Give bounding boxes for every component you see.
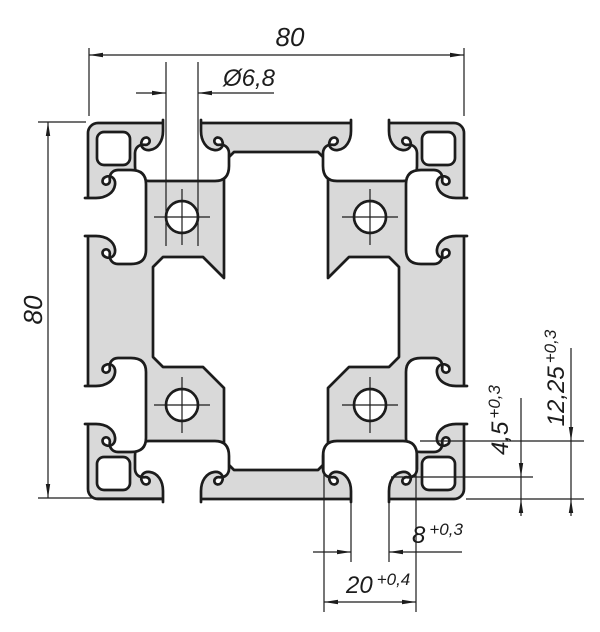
dimension-slot-depth: 12,25 +0,3 (420, 329, 584, 516)
dimension-slot-opening: 8+0,3 (313, 503, 463, 562)
arrowhead-left-icon (337, 549, 351, 555)
value: 8 (412, 522, 426, 549)
tolerance: +0,3 (429, 520, 463, 539)
profile-body (82, 117, 470, 505)
arrowhead-left-icon (324, 599, 338, 605)
dimension-overall-width: 80 (88, 22, 465, 116)
arrowhead-bottom-icon (45, 484, 51, 498)
tolerance: +0,4 (377, 570, 411, 589)
arrowhead-right-icon (402, 599, 416, 605)
arrowhead-down-icon (518, 463, 524, 477)
hole-crosshairs (154, 189, 398, 433)
arrowhead-right-icon (198, 90, 212, 96)
corner-chamber-top-right (420, 130, 457, 167)
arrowhead-left-icon (89, 52, 103, 58)
arrowhead-top-icon (45, 122, 51, 136)
arrowhead-down-icon (568, 427, 574, 441)
dimension-label-slot-opening: 8+0,3 (412, 520, 463, 549)
dimension-label-slot-inner-width: 20+0,4 (345, 570, 410, 599)
dimension-label-lip-depth: 4,5 +0,3 (485, 384, 514, 454)
tolerance: +0,3 (541, 329, 560, 363)
dimension-overall-height: 80 (18, 121, 163, 499)
arrowhead-right-icon (450, 52, 464, 58)
tolerance: +0,3 (485, 384, 504, 418)
dimension-slot-inner-width: 20+0,4 (323, 452, 417, 612)
value: 20 (345, 572, 373, 599)
corner-chamber-bottom-right (420, 455, 457, 492)
arrowhead-left-icon (152, 90, 166, 96)
dimension-lip-depth: 4,5 +0,3 (391, 384, 533, 516)
arrowhead-up-icon (568, 499, 574, 513)
dimension-lines (313, 503, 462, 562)
dimension-lines (88, 48, 465, 116)
dimension-lines (391, 398, 533, 516)
dimension-label-width: 80 (276, 22, 305, 52)
dimension-label-height: 80 (18, 295, 48, 324)
dimension-lines (38, 121, 163, 499)
dimension-hole-diameter: Ø6,8 (136, 62, 276, 246)
dimension-label-slot-depth: 12,25 +0,3 (541, 329, 570, 426)
corner-chamber-bottom-left (95, 455, 132, 492)
arrowhead-up-icon (518, 499, 524, 513)
dimension-label-hole: Ø6,8 (222, 65, 276, 92)
dimension-lines (136, 62, 274, 246)
value: 4,5 (487, 421, 514, 455)
arrowhead-right-icon (389, 549, 403, 555)
value: 12,25 (543, 366, 570, 427)
corner-chamber-top-left (95, 130, 132, 167)
dimension-lines (323, 452, 417, 612)
